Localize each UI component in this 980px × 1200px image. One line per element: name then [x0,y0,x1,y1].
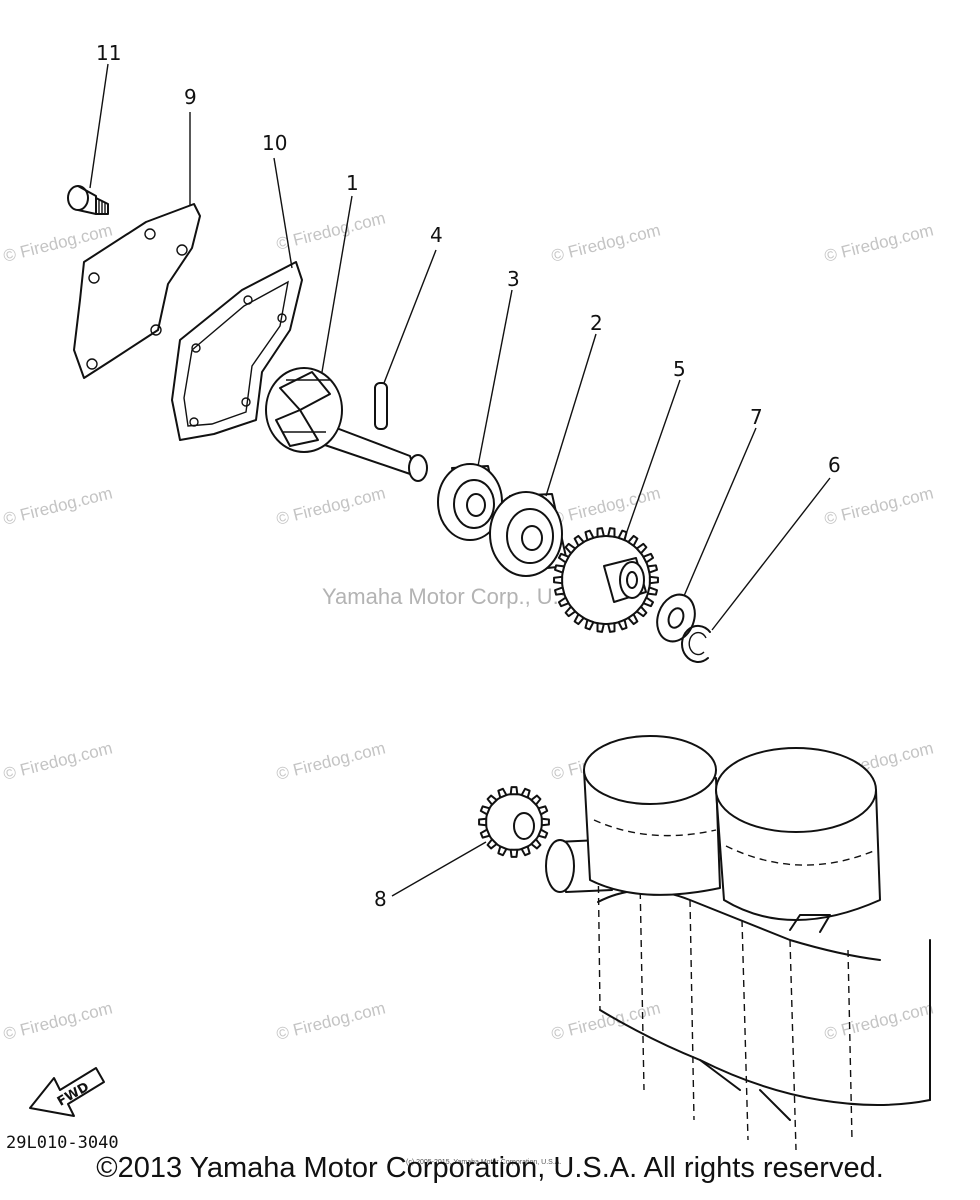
callout-7: 7 [750,405,763,429]
part-3-bearing [437,463,503,541]
watermark: © Firedog.com [549,998,662,1043]
part-4-pin [374,382,388,430]
callout-11: 11 [96,41,121,65]
gear-tooth [564,542,577,555]
gear-tooth [642,596,655,608]
watermark: © Firedog.com [274,998,387,1043]
center-watermark: Yamaha Motor Corp., U.S.A. [322,584,600,609]
gear-tooth [478,817,488,827]
gear-tooth [573,534,585,547]
gear-tooth [607,527,616,538]
gear-tooth [479,828,491,839]
gear-tooth [497,787,508,799]
watermark: © Firedog.com [274,738,387,783]
gear-tooth [646,586,658,596]
watermark: © Firedog.com [274,208,387,253]
part-number: 29L010-3040 [6,1133,119,1153]
gear-tooth [554,564,566,574]
gear-5-teeth [553,527,659,633]
gear-tooth [497,845,508,857]
callout-1: 1 [346,171,359,195]
gear-tooth [530,794,542,806]
callout-10: 10 [262,131,287,155]
watermark: © Firedog.com [1,483,114,528]
part-9-cover [73,203,201,379]
gear-tooth [564,605,577,618]
gear-tooth [627,534,639,547]
gear-8-teeth [478,786,550,858]
part-1-impeller-shaft [265,367,428,482]
gear-tooth [479,805,491,816]
fwd-arrow: FWD [29,1067,105,1117]
copyright-line: ©2013 Yamaha Motor Corporation, U.S.A. A… [96,1152,884,1184]
callout-4: 4 [430,223,443,247]
gear-tooth [627,613,639,626]
callout-2: 2 [590,311,603,335]
callout-6: 6 [828,453,841,477]
gear-tooth [509,848,519,858]
gear-tooth [596,622,605,633]
gear-tooth [509,786,519,796]
callout-8: 8 [374,887,387,911]
watermark: © Firedog.com [549,483,662,528]
gear-tooth [635,542,648,555]
watermark: © Firedog.com [822,998,935,1043]
watermark: © Firedog.com [274,483,387,528]
callout-3: 3 [507,267,520,291]
gear-tooth [635,605,648,618]
gear-tooth [617,618,628,631]
gear-tooth [486,794,498,806]
gear-tooth [607,622,616,633]
callout-9: 9 [184,85,197,109]
gear-tooth [596,527,605,538]
part-6-circlip [681,624,711,663]
callout-numbers: 11 9 10 1 4 3 2 5 7 6 8 [96,41,841,911]
watermark: © Firedog.com [549,220,662,265]
small-copyright-note: (c) 2005-2015, Yamaha Motor Corporation,… [406,1159,561,1166]
part-10-gasket [171,261,303,441]
gear-tooth [537,828,549,839]
watermark: © Firedog.com [1,738,114,783]
callout-5: 5 [673,357,686,381]
gear-tooth [584,618,595,631]
gear-tooth [642,552,655,564]
gear-tooth [648,575,659,585]
part-11-bolt [67,185,109,215]
watermark: © Firedog.com [822,220,935,265]
gear-tooth [584,529,595,542]
engine-crankcase [545,735,931,1151]
gear-tooth [557,596,570,608]
part-2-bearing [489,491,569,577]
part-8-drive-gear [478,786,550,858]
gear-tooth [540,817,550,827]
gear-tooth [486,838,498,850]
leader-lines [89,63,831,897]
gear-tooth [573,613,585,626]
gear-tooth [553,575,564,585]
gear-tooth [530,838,542,850]
gear-tooth [520,845,531,857]
part-5-gear [553,527,659,633]
watermark: © Firedog.com [822,483,935,528]
gear-tooth [520,787,531,799]
watermark: © Firedog.com [1,998,114,1043]
gear-tooth [537,805,549,816]
gear-tooth [646,564,658,574]
gear-tooth [554,586,566,596]
gear-tooth [557,552,570,564]
part-7-washer [656,593,696,643]
